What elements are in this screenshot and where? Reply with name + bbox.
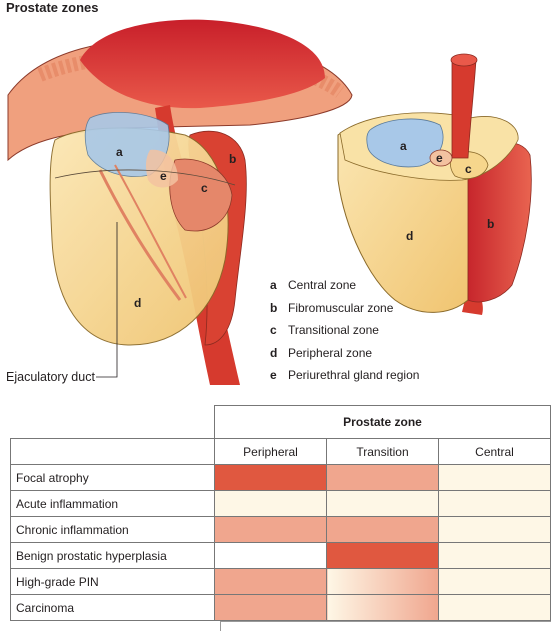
shade-cell <box>326 516 439 543</box>
col-transition: Transition <box>326 438 439 465</box>
row-label: Chronic inflammation <box>10 516 215 543</box>
shade-cell <box>214 464 327 491</box>
label-a-left: a <box>116 145 123 159</box>
ejaculatory-duct-label: Ejaculatory duct <box>6 370 95 384</box>
table-row: Carcinoma <box>10 594 551 621</box>
col-central: Central <box>438 438 551 465</box>
label-d-right: d <box>406 229 413 243</box>
shade-cell <box>438 568 551 595</box>
zone-c-left <box>169 158 233 232</box>
label-b-left: b <box>229 152 236 166</box>
label-c-right: c <box>465 162 472 176</box>
shade-cell <box>438 594 551 621</box>
shade-cell <box>326 594 439 621</box>
table-row: Acute inflammation <box>10 490 551 517</box>
label-d-left: d <box>134 296 141 310</box>
zone-a-right <box>366 118 444 168</box>
table-row: Chronic inflammation <box>10 516 551 543</box>
table-row: High-grade PIN <box>10 568 551 595</box>
row-label: High-grade PIN <box>10 568 215 595</box>
shade-cell <box>214 490 327 517</box>
shade-cell <box>214 542 327 569</box>
row-label: Benign prostatic hyperplasia <box>10 542 215 569</box>
label-b-right: b <box>487 217 494 231</box>
shade-cell <box>214 568 327 595</box>
zone-e-left <box>145 149 178 188</box>
label-c-left: c <box>201 181 208 195</box>
shade-cell <box>326 542 439 569</box>
prostate-zone-header: Prostate zone <box>214 405 551 439</box>
shade-cell <box>326 464 439 491</box>
table-row: Focal atrophy <box>10 464 551 491</box>
shade-cell <box>214 516 327 543</box>
pathology-table: Prostate zone Peripheral Transition Cent… <box>10 405 551 621</box>
label-e-left: e <box>160 169 167 183</box>
row-label: Carcinoma <box>10 594 215 621</box>
shade-cell <box>438 464 551 491</box>
row-label: Acute inflammation <box>10 490 215 517</box>
shade-cell <box>438 490 551 517</box>
prostate-illustrations: a b c d e a b c d e <box>7 19 532 385</box>
row-label: Focal atrophy <box>10 464 215 491</box>
shade-cell <box>326 490 439 517</box>
table-row: Benign prostatic hyperplasia <box>10 542 551 569</box>
shade-cell <box>214 594 327 621</box>
transverse-prostate: a b c d e <box>337 53 532 315</box>
label-a-right: a <box>400 139 407 153</box>
label-e-right: e <box>436 151 443 165</box>
zone-e-right <box>429 149 453 167</box>
figure-title: Prostate zones <box>6 0 99 15</box>
col-peripheral: Peripheral <box>214 438 327 465</box>
sagittal-prostate: a b c d e <box>7 19 353 385</box>
shade-cell <box>438 542 551 569</box>
shade-cell <box>438 516 551 543</box>
caption-rule <box>220 621 551 631</box>
shade-cell <box>326 568 439 595</box>
bladder-dome <box>80 19 325 109</box>
